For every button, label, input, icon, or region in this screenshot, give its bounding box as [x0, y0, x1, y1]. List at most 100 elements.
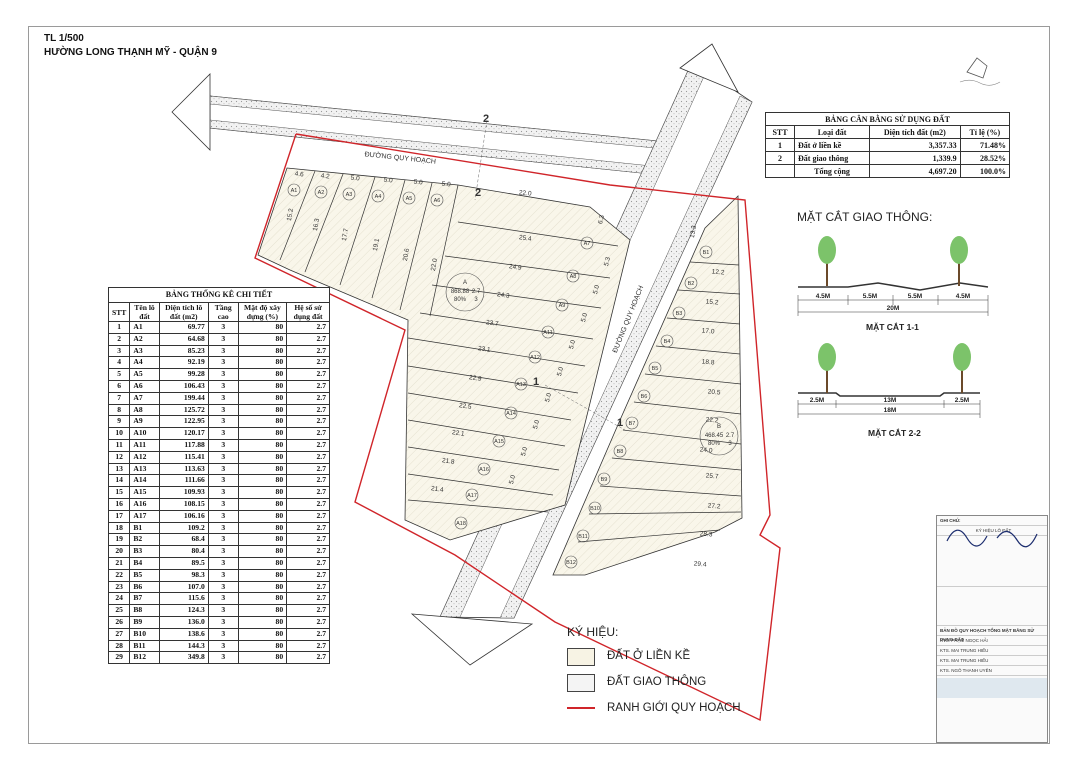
- table-cell: B7: [129, 592, 160, 606]
- road-name-label: ĐƯỜNG QUY HOẠCH: [364, 149, 436, 165]
- lot-marker: [314, 185, 328, 199]
- table-cell: 120.17: [158, 427, 209, 440]
- table-cell: 106.43: [158, 379, 209, 393]
- lot-label: A14: [506, 411, 516, 417]
- table-cell: 80: [237, 639, 288, 653]
- lot-label: A12: [530, 355, 540, 361]
- lot-label: A13: [516, 382, 526, 388]
- table-cell: 3: [207, 533, 239, 547]
- table-cell: 2.7: [286, 545, 330, 558]
- table-cell: 80: [237, 368, 288, 381]
- table-cell: 2.7: [286, 391, 330, 405]
- lot-marker: [454, 516, 468, 530]
- table-cell: 80: [237, 415, 288, 429]
- col-land-type: Loại đất: [794, 125, 871, 139]
- table-cell: 22: [107, 568, 131, 582]
- table-cell: 3: [207, 521, 239, 535]
- dimension-label: 12.2: [712, 269, 725, 277]
- table-cell: 2.7: [286, 415, 330, 429]
- table-cell: 85.23: [158, 344, 209, 358]
- table-cell: B8: [129, 604, 160, 617]
- table-cell: 3: [207, 545, 239, 558]
- drawing-location-title: HƯỜNG LONG THẠNH MỸ - QUẬN 9: [44, 47, 217, 58]
- table-cell: 80: [237, 545, 288, 558]
- lot-label: B8: [617, 449, 624, 455]
- table-cell: B5: [129, 568, 160, 582]
- table-cell: 80: [237, 651, 288, 665]
- table-cell: B10: [129, 627, 160, 641]
- table-cell: 117.88: [158, 438, 209, 452]
- table-cell: 3: [207, 627, 239, 641]
- lot-marker: [541, 325, 555, 339]
- table-cell: 3: [207, 580, 239, 594]
- dimension-label: 6.3: [597, 214, 606, 225]
- detail-table-caption: BẢNG THỐNG KÊ CHI TIẾT: [108, 287, 330, 303]
- table-cell: B11: [129, 639, 160, 653]
- lot-marker: [514, 377, 528, 391]
- table-cell: 2.7: [286, 615, 330, 629]
- lot-label: B1: [703, 250, 710, 256]
- section-2-2-caption: MẶT CẮT 2-2: [868, 428, 921, 438]
- table-cell: 80: [237, 321, 288, 334]
- table-cell: 3: [207, 592, 239, 606]
- table-cell: 1: [107, 321, 131, 334]
- table-cell: 144.3: [158, 639, 209, 653]
- section-mark: 2: [483, 113, 489, 125]
- table-cell: B12: [129, 651, 160, 665]
- dimension-label: 17.7: [341, 228, 350, 242]
- sections-title: MẶT CẮT GIAO THÔNG:: [797, 210, 933, 224]
- table-cell: 14: [107, 474, 131, 488]
- col-density: Mật độ xây dựng (%): [237, 302, 288, 322]
- block-far: 2.7: [726, 433, 735, 439]
- table-cell: 3: [107, 344, 131, 358]
- table-cell: 2.7: [286, 556, 330, 570]
- table-cell: 92.19: [158, 356, 209, 370]
- table-cell: 111.66: [158, 474, 209, 488]
- dimension-label: 5.0: [350, 175, 360, 183]
- table-cell: 3: [207, 639, 239, 653]
- lot-marker: [625, 416, 639, 430]
- table-cell: 12: [107, 450, 131, 464]
- table-cell: 113.63: [158, 462, 209, 476]
- col-floors: Tầng cao: [207, 302, 239, 322]
- table-cell: 80: [237, 356, 288, 370]
- table-cell: 3: [207, 509, 239, 523]
- table-cell: 10: [107, 427, 131, 440]
- lot-marker: [492, 434, 506, 448]
- table-cell: 2.7: [286, 604, 330, 617]
- dimension-label: 4.6: [294, 171, 304, 179]
- table-row: 2 Đất giao thông 1,339.9 28.52%: [764, 151, 1011, 165]
- block-density: 80%: [708, 441, 721, 447]
- table-cell: 80: [237, 533, 288, 547]
- table-cell: A15: [129, 486, 160, 499]
- table-cell: 3: [207, 474, 239, 488]
- table-cell: 199.44: [158, 391, 209, 405]
- table-cell: 2.7: [286, 356, 330, 370]
- lot-marker: [371, 189, 385, 203]
- lot-marker: [402, 191, 416, 205]
- table-cell: 115.41: [158, 450, 209, 464]
- table-cell: 2.7: [286, 344, 330, 358]
- table-cell: 3: [207, 415, 239, 429]
- col-lot-name: Tên lô đất: [129, 302, 160, 322]
- dimension-label: 23.7: [485, 319, 499, 328]
- dimension-label: 18.8: [702, 359, 715, 367]
- lot-marker: [430, 193, 444, 207]
- table-cell: 2: [107, 332, 131, 346]
- dimension-label: 5.0: [441, 181, 451, 189]
- table-cell: 2.7: [286, 627, 330, 641]
- table-cell: 138.6: [158, 627, 209, 641]
- col-area: Diện tích đất (m2): [869, 125, 961, 139]
- table-cell: A4: [129, 356, 160, 370]
